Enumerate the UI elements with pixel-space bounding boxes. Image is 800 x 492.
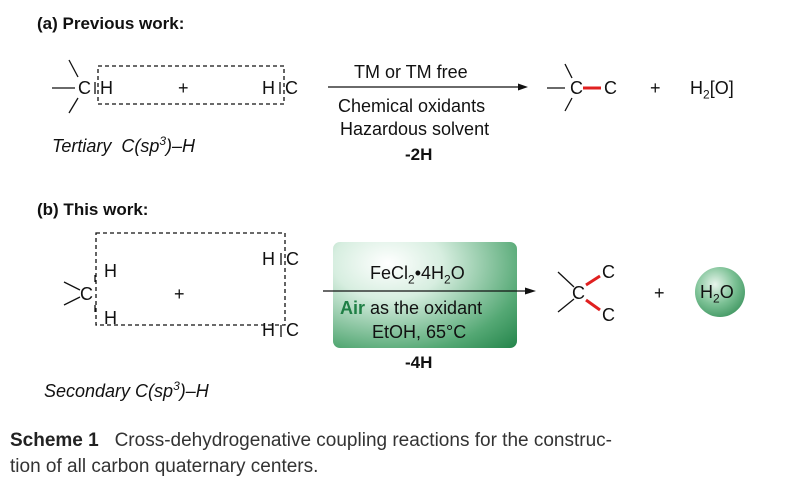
- atom-h: H: [104, 261, 117, 281]
- byproduct-water: H2O: [700, 282, 734, 306]
- part-a-title: (a) Previous work:: [37, 14, 185, 33]
- atom-c: C: [80, 284, 93, 304]
- caption-line-1: Scheme 1 Cross-dehydrogenative coupling …: [10, 430, 612, 452]
- atom-c: C: [286, 249, 299, 269]
- atom-h: H: [262, 78, 275, 98]
- atom-h: H: [262, 249, 275, 269]
- arrow-condition-top: TM or TM free: [354, 62, 468, 82]
- bond: [68, 59, 79, 78]
- byproduct: H2[O]: [690, 78, 734, 102]
- caption-text: Cross-dehydrogenative coupling reactions…: [114, 430, 613, 451]
- oxidant-highlight: Air: [340, 298, 366, 318]
- conditions-box: [333, 242, 517, 348]
- arrow-condition: Chemical oxidants: [338, 96, 486, 116]
- atom-c: C: [570, 78, 583, 98]
- plus: +: [654, 283, 665, 303]
- arrow-condition: Hazardous solvent: [340, 119, 490, 139]
- oxidant-text: Air as the oxidant: [340, 299, 482, 317]
- atom-h: H: [100, 78, 113, 98]
- atom-h: H: [262, 320, 275, 340]
- water-droplet: [695, 267, 745, 317]
- atom-c: C: [286, 320, 299, 340]
- dashed-box-b: [95, 232, 286, 326]
- hydrogen-loss: -2H: [405, 145, 433, 164]
- new-bond-b1: [585, 274, 601, 287]
- atom-c: C: [602, 262, 615, 282]
- plus: +: [178, 78, 189, 98]
- dashed-box-a: [97, 65, 285, 105]
- atom-c: C: [602, 305, 615, 325]
- plus: +: [650, 78, 661, 98]
- atom-c: C: [285, 78, 298, 98]
- part-b-title: (b) This work:: [37, 200, 149, 219]
- label-secondary: Secondary C(sp3)–H: [44, 379, 209, 401]
- plus: +: [174, 284, 185, 304]
- caption-label: Scheme 1: [10, 430, 99, 451]
- atom-h: H: [104, 308, 117, 328]
- atom-c: C: [604, 78, 617, 98]
- new-bond-b2: [585, 298, 601, 312]
- conditions: EtOH, 65°C: [372, 322, 467, 342]
- label-tertiary: Tertiary C(sp3)–H: [52, 134, 196, 156]
- caption-line-2: tion of all carbon quaternary centers.: [10, 456, 319, 477]
- bond: [68, 97, 79, 114]
- atom-c: C: [78, 78, 91, 98]
- catalyst: FeCl2•4H2O: [370, 263, 465, 287]
- atom-c: C: [572, 283, 585, 303]
- hydrogen-loss: -4H: [405, 353, 433, 372]
- oxidant-rest: as the oxidant: [365, 298, 483, 318]
